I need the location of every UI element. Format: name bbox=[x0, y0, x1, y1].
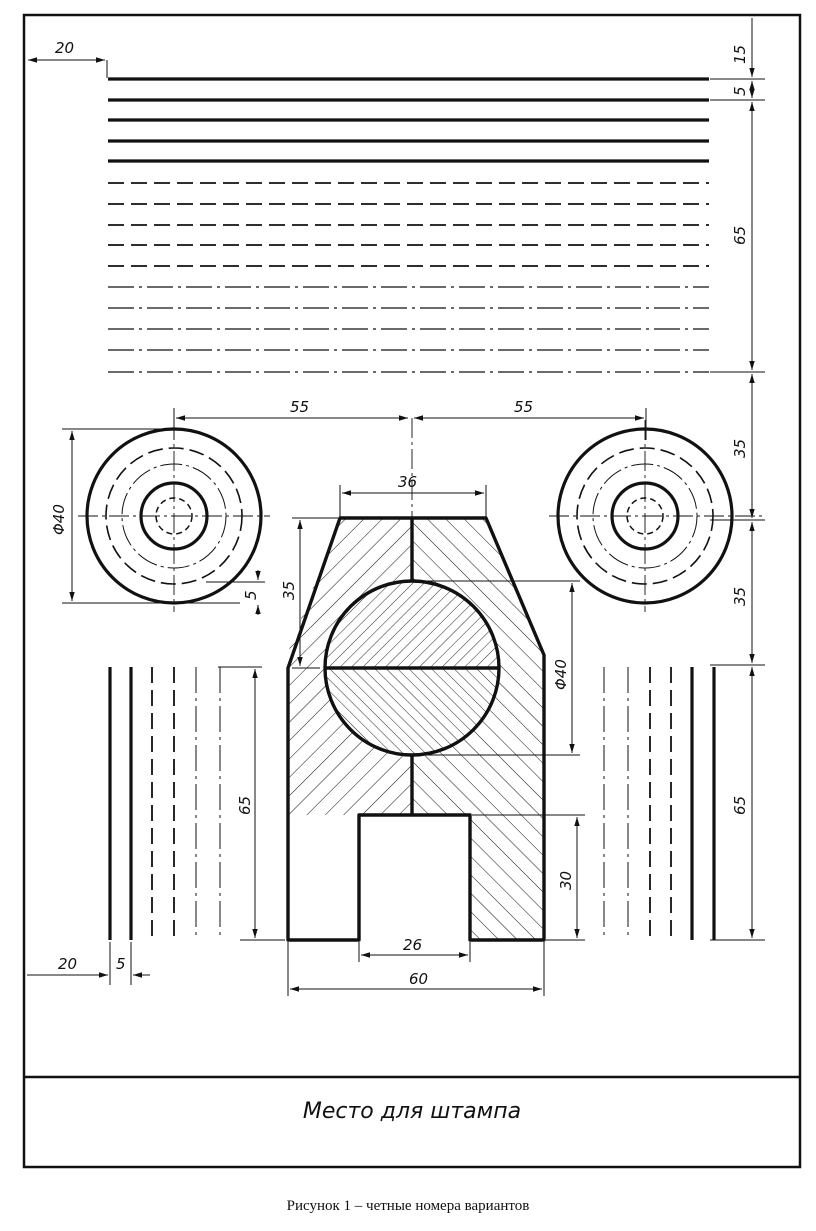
dim-base-width: 60 bbox=[409, 970, 428, 988]
right-vertical-line-samples bbox=[603, 667, 716, 940]
dim-slot-width: 26 bbox=[403, 936, 422, 954]
dim-side-height-right: 35 bbox=[731, 587, 749, 606]
line-samples bbox=[108, 77, 709, 373]
dim-circle-offset-right: 55 bbox=[514, 398, 533, 416]
dash-dot-lines bbox=[108, 286, 709, 373]
dim-body-height: 65 bbox=[236, 796, 254, 815]
dim-top-gap: 15 bbox=[731, 45, 749, 64]
dim-circle-offset-left: 55 bbox=[290, 398, 309, 416]
dim-circle-diameter: Φ40 bbox=[50, 504, 68, 535]
bottom-left-dimensions bbox=[27, 666, 285, 985]
dim-top-to-center: 35 bbox=[731, 439, 749, 458]
dim-top-width: 36 bbox=[398, 473, 417, 491]
circle-offset-dimensions bbox=[173, 408, 647, 440]
dim-slot-height: 30 bbox=[557, 871, 575, 890]
central-part-dimensions bbox=[287, 485, 585, 996]
drawing-frame bbox=[22, 13, 802, 1169]
dim-bottom-margin: 20 bbox=[58, 955, 77, 973]
dim-circle-height: 35 bbox=[280, 581, 298, 600]
dashed-lines bbox=[108, 182, 709, 267]
left-circle-sample bbox=[62, 420, 270, 615]
central-part-section bbox=[285, 418, 546, 942]
dim-right-lines-height: 65 bbox=[731, 796, 749, 815]
dim-lines-block: 65 bbox=[731, 226, 749, 245]
dim-line-spacing: 5 bbox=[731, 86, 749, 96]
dim-inner-circle-diameter: Φ40 bbox=[552, 659, 570, 690]
dim-bottom-spacing: 5 bbox=[116, 955, 126, 973]
solid-thick-lines bbox=[108, 77, 709, 163]
dim-circle-step: 5 bbox=[242, 590, 260, 600]
top-dimensions bbox=[28, 18, 765, 941]
figure-caption: Рисунок 1 – четные номера вариантов bbox=[286, 1198, 530, 1214]
left-vertical-line-samples bbox=[108, 667, 221, 940]
stamp-area-label: Место для штампа bbox=[303, 1099, 521, 1124]
dim-left-margin: 20 bbox=[55, 39, 74, 57]
right-circle-sample bbox=[549, 420, 762, 612]
